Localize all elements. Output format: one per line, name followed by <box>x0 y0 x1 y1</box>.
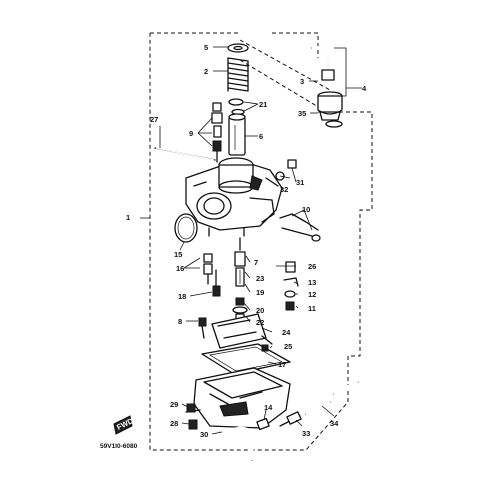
callout-30: 30 <box>200 430 208 439</box>
part-drain-hose <box>219 417 270 461</box>
part-needle-jet <box>234 237 246 287</box>
part-needle-clip <box>228 98 245 116</box>
cap-group-link <box>239 39 331 109</box>
callout-25: 25 <box>284 342 292 351</box>
callout-8: 8 <box>178 317 182 326</box>
part-float-gasket <box>201 343 291 375</box>
callout-6: 6 <box>259 132 263 141</box>
callout-labels: 1 2 3 4 5 6 7 8 9 10 11 12 13 14 15 16 1… <box>126 43 367 439</box>
part-throttle-stop-screw <box>279 213 321 242</box>
part-cable-elbow <box>311 44 335 81</box>
callout-11: 11 <box>308 304 316 313</box>
part-throttle-valve <box>228 113 246 156</box>
part-main-jet <box>232 297 248 321</box>
callout-4: 4 <box>362 84 367 93</box>
callout-21: 21 <box>259 100 267 109</box>
part-throttle-spring <box>227 57 249 92</box>
part-jet-needle <box>211 102 223 163</box>
callout-12: 12 <box>308 290 316 299</box>
part-pilot-screw <box>203 253 221 297</box>
callout-22: 22 <box>256 318 264 327</box>
callout-7: 7 <box>254 258 258 267</box>
callout-33: 33 <box>302 429 310 438</box>
leader-lines <box>140 46 362 435</box>
callout-14: 14 <box>264 403 273 412</box>
callout-31: 31 <box>296 178 304 187</box>
callout-9: 9 <box>189 129 193 138</box>
callout-17: 17 <box>278 360 286 369</box>
catalog-code: 59V1I0-6080 <box>100 443 138 450</box>
part-top-cap <box>227 43 249 53</box>
callout-34: 34 <box>330 419 339 428</box>
part-air-screw <box>283 261 299 311</box>
callout-19: 19 <box>256 288 264 297</box>
part-drain-screw <box>186 403 198 430</box>
callout-18: 18 <box>178 292 186 301</box>
callout-32: 32 <box>280 185 288 194</box>
callout-27: 27 <box>150 115 158 124</box>
callout-15: 15 <box>174 250 182 259</box>
callout-28: 28 <box>170 419 178 428</box>
callout-24: 24 <box>282 328 291 337</box>
callout-23: 23 <box>256 274 264 283</box>
callout-1: 1 <box>126 213 130 222</box>
callout-26: 26 <box>308 262 316 271</box>
callout-3: 3 <box>300 77 304 86</box>
callout-20: 20 <box>256 306 264 315</box>
callout-29: 29 <box>170 400 178 409</box>
part-overflow-pipe <box>279 380 359 427</box>
part-o-ring <box>174 213 198 243</box>
callout-5: 5 <box>204 43 208 52</box>
part-float-bowl <box>185 367 291 429</box>
callout-16: 16 <box>176 264 184 273</box>
part-starter-plunger-nut <box>275 159 297 181</box>
part-overflow-rod <box>154 147 216 161</box>
callout-2: 2 <box>204 67 208 76</box>
callout-10: 10 <box>302 205 310 214</box>
assembly-boundary <box>149 32 373 451</box>
callout-35: 35 <box>298 109 306 118</box>
part-carburetor-body <box>185 157 283 237</box>
callout-13: 13 <box>308 278 316 287</box>
fwd-mark-icon: FWD <box>113 415 135 435</box>
part-mixing-chamber-top <box>317 91 343 128</box>
